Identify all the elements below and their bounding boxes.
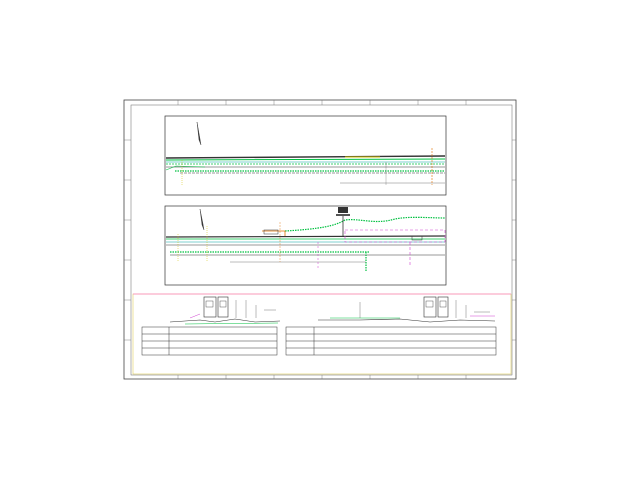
north-arrow-icon — [199, 208, 205, 231]
profile-section — [132, 293, 512, 375]
sheet-outer-border — [123, 99, 517, 380]
plan-view-middle — [164, 205, 447, 286]
border-ticks — [124, 100, 516, 379]
structure-block — [338, 207, 348, 213]
north-arrow-icon — [196, 121, 202, 146]
profile-drawing-right — [318, 296, 496, 323]
profile-table-left — [141, 326, 278, 356]
profile-drawing-left — [169, 296, 281, 325]
plan-view-top-frame — [164, 115, 447, 196]
profile-table-right — [285, 326, 497, 356]
sheet-inner-border — [130, 104, 513, 376]
plan-view-middle-frame — [164, 205, 447, 286]
plan-view-top — [164, 115, 447, 196]
